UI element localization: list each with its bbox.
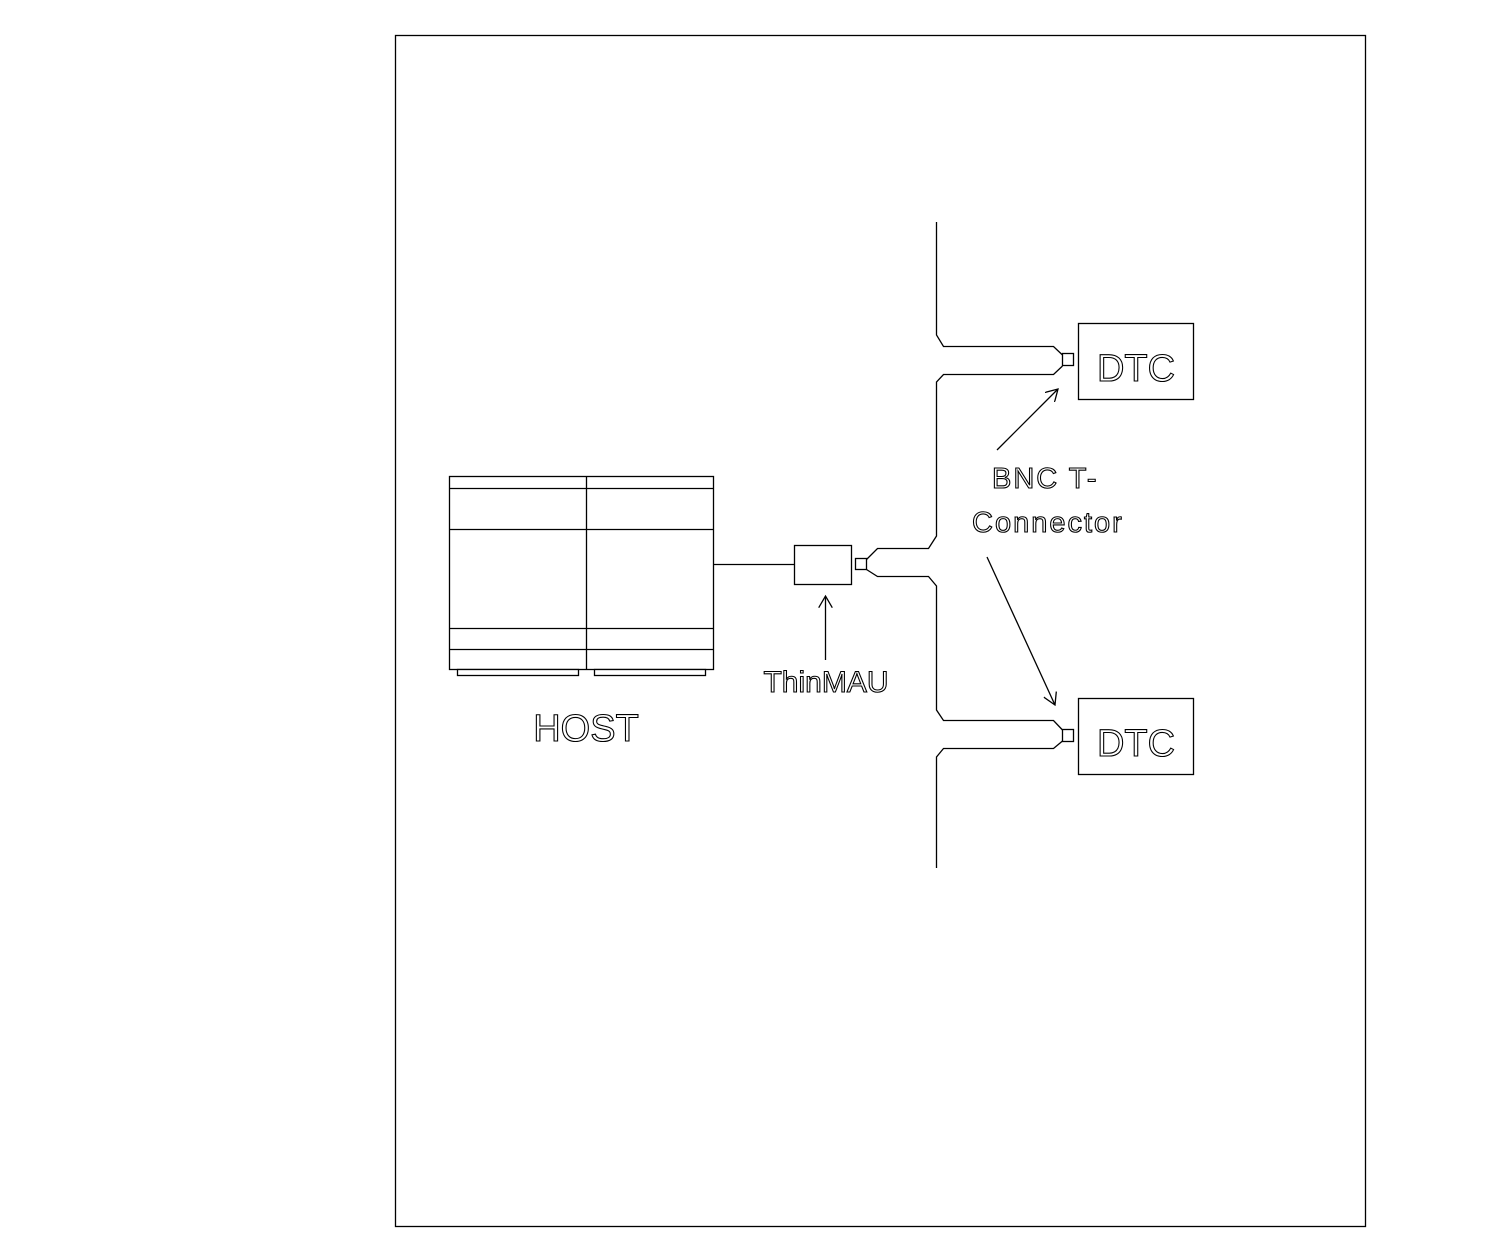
dtc-top-box [1077, 322, 1195, 401]
dtc-top-connector [1061, 352, 1075, 367]
bnc-arrow-to-bottom-dtc [986, 556, 1055, 705]
bnc-label-line2: Connector [972, 507, 1124, 539]
backbone-bottom-tee [866, 568, 1063, 731]
thinmau-label: ThinMAU [763, 666, 888, 699]
dtc-bottom-connector [1061, 728, 1075, 743]
thinmau-connector [854, 557, 868, 571]
dtc-bottom-label: DTC [1097, 723, 1175, 765]
page-frame [394, 34, 1367, 1228]
dtc-top-label: DTC [1097, 348, 1175, 390]
host-label: HOST [533, 708, 639, 750]
host-computer-icon [448, 475, 715, 677]
backbone-bottom-segment [935, 740, 1063, 868]
bnc-arrow-to-top-dtc [996, 389, 1058, 451]
thinmau-box [793, 544, 853, 586]
dtc-bottom-box [1077, 697, 1195, 776]
bnc-label-line1: BNC T- [992, 463, 1099, 495]
backbone-top-segment [935, 222, 1063, 356]
backbone-top-tee [866, 365, 1063, 560]
